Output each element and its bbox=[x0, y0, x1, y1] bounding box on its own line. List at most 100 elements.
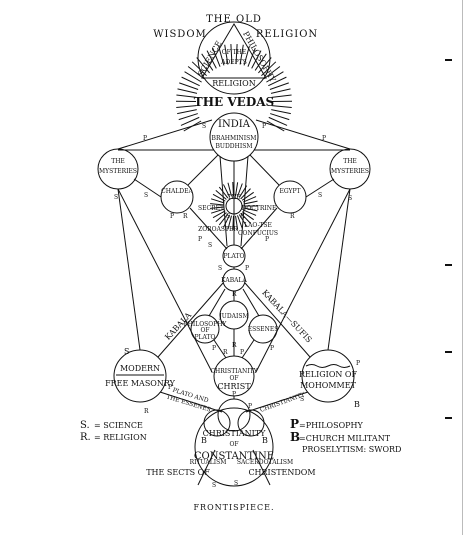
svg-text:P: P bbox=[143, 135, 147, 142]
sun-ray bbox=[242, 196, 257, 203]
sun-ray bbox=[227, 182, 232, 197]
sun-ray bbox=[187, 66, 205, 80]
egypt-circle bbox=[273, 180, 307, 214]
sun-ray bbox=[210, 206, 225, 209]
sun-ray bbox=[181, 76, 200, 87]
sun-ray bbox=[271, 109, 291, 115]
sun-ray bbox=[218, 186, 229, 199]
the-old-label: THE OLD bbox=[206, 14, 262, 25]
sun-ray bbox=[235, 182, 239, 197]
sun-ray bbox=[242, 209, 257, 216]
free-masonry-label: FREE MASONRY bbox=[105, 379, 176, 388]
mohommet-wave bbox=[305, 364, 351, 368]
sun-ray bbox=[210, 208, 225, 214]
sun-ray bbox=[268, 76, 287, 87]
zoroaster-label: ZOROASTER bbox=[198, 226, 238, 233]
sun-ray bbox=[210, 203, 225, 206]
svg-text:S: S bbox=[234, 480, 238, 487]
legend-r-key: R. bbox=[80, 432, 91, 443]
svg-text:P: P bbox=[170, 213, 174, 220]
legend-b-key: B bbox=[290, 430, 300, 444]
sun-ray bbox=[180, 116, 200, 126]
sun-ray bbox=[206, 50, 217, 69]
legend-s-value: = SCIENCE bbox=[94, 421, 143, 430]
sun-ray bbox=[240, 188, 251, 200]
legend-b-value-2: PROSELYTISM: SWORD bbox=[302, 445, 401, 454]
sun-ray bbox=[176, 105, 197, 108]
mysteries-right-the: THE bbox=[343, 158, 357, 165]
sun-ray bbox=[212, 210, 226, 219]
sun-ray bbox=[178, 113, 198, 121]
essenes-circle bbox=[248, 314, 278, 344]
sun-ray bbox=[218, 213, 229, 226]
sun-ray bbox=[270, 113, 290, 121]
sun-ray bbox=[191, 61, 207, 77]
sun-ray bbox=[235, 44, 238, 65]
sun-ray bbox=[258, 57, 272, 74]
svg-text:P: P bbox=[270, 345, 274, 352]
sun-ray bbox=[230, 44, 233, 65]
svg-text:R: R bbox=[240, 213, 245, 220]
sun-ray bbox=[224, 44, 229, 65]
philosophy-of-plato-name: PLATO bbox=[195, 334, 216, 341]
legend-p-key: P bbox=[290, 417, 299, 431]
sun-ray bbox=[270, 88, 291, 94]
adepts-triangle bbox=[201, 23, 267, 79]
sun-ray bbox=[241, 211, 254, 221]
sun-ray bbox=[271, 105, 292, 108]
connection-lines bbox=[117, 119, 351, 413]
free-masonry-circle bbox=[113, 349, 167, 403]
svg-text:R: R bbox=[144, 408, 149, 415]
egypt-label: EGYPT bbox=[279, 188, 300, 195]
sun-ray bbox=[247, 47, 256, 67]
sun-ray bbox=[243, 200, 258, 205]
svg-text:R: R bbox=[290, 213, 295, 220]
svg-text:P: P bbox=[232, 391, 236, 398]
sun-ray bbox=[179, 82, 199, 90]
triangle-religion-label: RELIGION bbox=[212, 79, 255, 88]
sun-ray bbox=[201, 53, 214, 71]
sun-ray bbox=[269, 82, 289, 90]
constantine-circle bbox=[194, 407, 274, 487]
legend-b-value: =CHURCH MILITANT bbox=[299, 434, 391, 443]
sun-ray bbox=[184, 71, 202, 83]
path-letters: P S S P S S S P P R R S R P S P P S R R … bbox=[114, 123, 360, 489]
svg-text:S: S bbox=[318, 192, 322, 199]
sun-ray bbox=[254, 53, 267, 71]
mohommet-label: MOHOMMET bbox=[300, 381, 357, 390]
sun-ray bbox=[227, 215, 232, 230]
svg-text:S: S bbox=[212, 482, 216, 489]
svg-text:S: S bbox=[226, 213, 230, 220]
sects-line bbox=[197, 449, 216, 486]
svg-text:S: S bbox=[208, 242, 212, 249]
sun-ray bbox=[215, 189, 227, 200]
sun-ray bbox=[222, 214, 231, 228]
sun-ray bbox=[241, 191, 254, 201]
svg-text:P: P bbox=[248, 403, 252, 410]
constantine-name: CONSTANTINE bbox=[194, 451, 274, 462]
svg-text:P: P bbox=[198, 236, 202, 243]
svg-text:B: B bbox=[354, 400, 360, 409]
christendom-line bbox=[252, 449, 271, 486]
sun-ray bbox=[232, 182, 234, 197]
buddhism-label: BUDDHISM bbox=[216, 143, 253, 150]
sun-ray bbox=[237, 183, 243, 197]
essenes-label: ESSENES bbox=[248, 326, 279, 333]
of-the-label: OF THE bbox=[222, 49, 247, 56]
philosophy-of-plato-circle bbox=[190, 314, 220, 344]
sun-ray bbox=[268, 116, 288, 126]
svg-text:B: B bbox=[201, 436, 207, 445]
svg-text:R: R bbox=[232, 342, 237, 349]
christianity-of-christ-of: OF bbox=[229, 375, 238, 382]
sun-ray bbox=[239, 44, 244, 65]
svg-text:S: S bbox=[124, 347, 129, 356]
sun-ray bbox=[240, 212, 251, 224]
confucius-label: CONFUCIUS bbox=[238, 230, 278, 237]
sun-ray bbox=[266, 71, 284, 83]
mysteries-left-the: THE bbox=[111, 158, 125, 165]
sun-ray bbox=[196, 57, 210, 74]
christianity-of-christ-name: CHRIST bbox=[217, 382, 251, 391]
sun-ray bbox=[251, 50, 262, 69]
